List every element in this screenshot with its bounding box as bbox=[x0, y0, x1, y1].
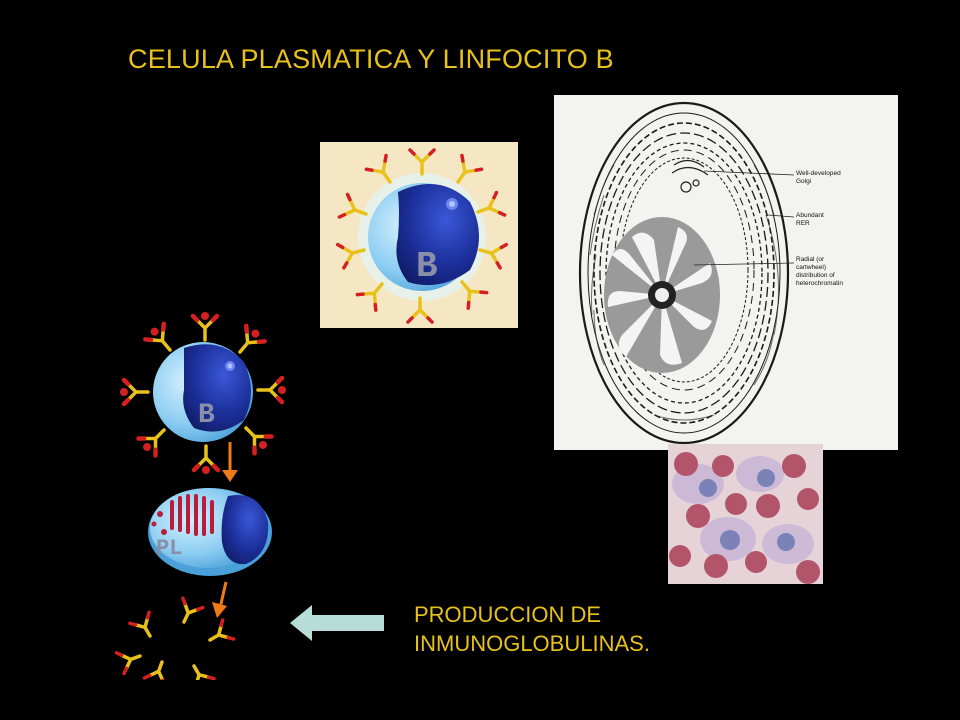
rer-annotation: Abundant bbox=[796, 212, 824, 219]
caption-line-2: INMUNOGLOBULINAS. bbox=[414, 631, 650, 656]
b-cell-label: B bbox=[416, 246, 438, 287]
caption: PRODUCCION DE INMUNOGLOBULINAS. bbox=[414, 600, 650, 658]
chromatin-annotation-3: distribution of bbox=[796, 272, 835, 279]
chromatin-annotation-2: cartwheel) bbox=[796, 264, 826, 271]
plasma-cell-microscopy-photo bbox=[668, 444, 823, 584]
slide-title: CELULA PLASMATICA Y LINFOCITO B bbox=[128, 44, 614, 74]
nucleus-drawing bbox=[604, 217, 720, 373]
golgi-annotation-2: Golgi bbox=[796, 178, 811, 185]
golgi-region bbox=[671, 159, 709, 193]
left-arrow-icon bbox=[290, 603, 385, 643]
differentiation-flow: B PL bbox=[110, 310, 300, 692]
b-cell-label-left: B bbox=[198, 400, 215, 431]
arrow-down-icon-2 bbox=[212, 581, 228, 618]
caption-line-1: PRODUCCION DE bbox=[414, 602, 602, 627]
rer-annotation-2: RER bbox=[796, 220, 810, 227]
golgi-annotation: Well-developed bbox=[796, 170, 841, 177]
arrow-down-icon bbox=[222, 442, 238, 482]
plasma-cell-micrograph-drawing: Well-developed Golgi Abundant RER Radial… bbox=[554, 95, 898, 450]
b-cell-with-antibodies: B bbox=[120, 312, 286, 474]
plasma-cell: PL bbox=[148, 488, 272, 576]
b-cell-illustration: B bbox=[320, 142, 518, 328]
plasma-cell-label: PL bbox=[156, 536, 182, 561]
chromatin-annotation-4: heterochromatin bbox=[796, 280, 843, 287]
chromatin-annotation: Radial (or bbox=[796, 256, 825, 263]
